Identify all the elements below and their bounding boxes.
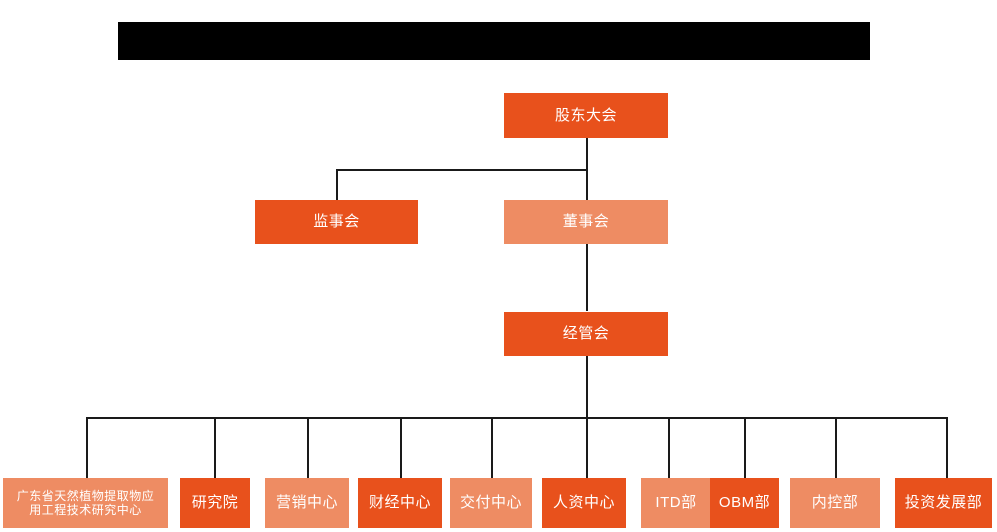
node-supervisors[interactable]: 监事会 bbox=[255, 200, 418, 244]
node-shareholders[interactable]: 股东大会 bbox=[504, 93, 668, 138]
node-label-marketing-center: 营销中心 bbox=[275, 494, 338, 512]
connector-stem-obm-dept bbox=[744, 417, 746, 478]
connector-stem-investment-dev-dept bbox=[946, 417, 948, 478]
node-label-shareholders: 股东大会 bbox=[554, 106, 617, 124]
connector-level2-bus bbox=[336, 169, 588, 171]
node-research-institute[interactable]: 研究院 bbox=[180, 478, 250, 528]
connector-stem-itd-dept bbox=[668, 417, 670, 478]
connector-directors-drop bbox=[586, 169, 588, 200]
node-label-research-institute: 研究院 bbox=[191, 494, 239, 512]
connector-stem-marketing-center bbox=[307, 417, 309, 478]
connector-stem-research-institute bbox=[214, 417, 216, 478]
connector-shareholders-down bbox=[586, 138, 588, 170]
node-hr-center[interactable]: 人资中心 bbox=[542, 478, 626, 528]
connector-directors-to-management bbox=[586, 244, 588, 311]
connector-stem-internal-control-dept bbox=[835, 417, 837, 478]
node-label-finance-center: 财经中心 bbox=[368, 494, 431, 512]
node-label-investment-dev-dept: 投资发展部 bbox=[904, 494, 983, 512]
connector-departments-bus bbox=[86, 417, 948, 419]
node-label-supervisors: 监事会 bbox=[313, 213, 360, 231]
connector-stem-eng-center bbox=[86, 417, 88, 478]
node-label-itd-dept: ITD部 bbox=[655, 494, 697, 512]
node-finance-center[interactable]: 财经中心 bbox=[358, 478, 442, 528]
title-bar bbox=[118, 22, 870, 60]
node-label-hr-center: 人资中心 bbox=[552, 494, 615, 512]
node-marketing-center[interactable]: 营销中心 bbox=[265, 478, 349, 528]
node-internal-control-dept[interactable]: 内控部 bbox=[790, 478, 880, 528]
connector-stem-finance-center bbox=[400, 417, 402, 478]
node-label-delivery-center: 交付中心 bbox=[459, 494, 522, 512]
node-eng-center[interactable]: 广东省天然植物提取物应 用工程技术研究中心 bbox=[3, 478, 168, 528]
node-management[interactable]: 经管会 bbox=[504, 312, 668, 356]
node-label-eng-center: 广东省天然植物提取物应 用工程技术研究中心 bbox=[16, 488, 155, 517]
node-directors[interactable]: 董事会 bbox=[504, 200, 668, 244]
node-label-management: 经管会 bbox=[562, 325, 610, 343]
node-label-directors: 董事会 bbox=[562, 213, 610, 231]
connector-stem-delivery-center bbox=[491, 417, 493, 478]
node-delivery-center[interactable]: 交付中心 bbox=[450, 478, 532, 528]
node-label-obm-dept: OBM部 bbox=[718, 494, 771, 512]
connector-supervisors-drop bbox=[336, 169, 338, 200]
node-investment-dev-dept[interactable]: 投资发展部 bbox=[895, 478, 992, 528]
node-itd-dept[interactable]: ITD部 bbox=[641, 478, 711, 528]
node-label-internal-control-dept: 内控部 bbox=[811, 494, 859, 512]
node-obm-dept[interactable]: OBM部 bbox=[710, 478, 779, 528]
